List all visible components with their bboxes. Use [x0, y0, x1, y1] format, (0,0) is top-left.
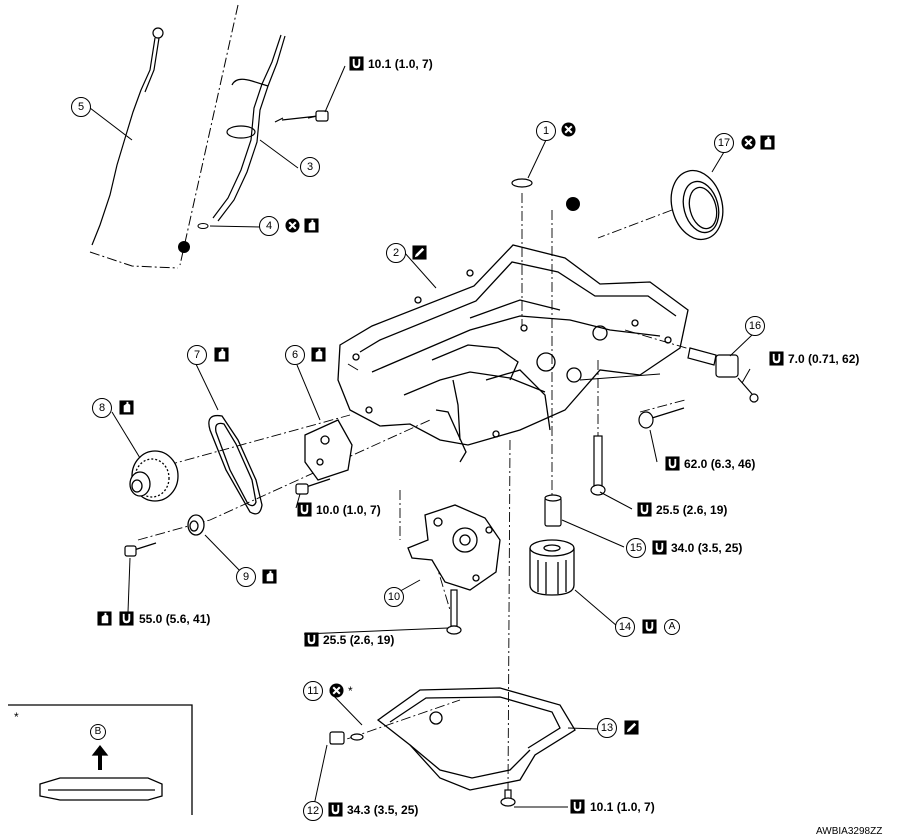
o-ring-4: [197, 223, 209, 229]
drain-plug: [329, 731, 364, 745]
oil-can-icon: [304, 218, 319, 233]
pan-bolt-upper: [590, 435, 606, 496]
callout-14: 14: [615, 617, 635, 637]
chain-tensioner: [304, 419, 353, 481]
torque-icon: [304, 632, 319, 647]
oil-pan-upper: [337, 244, 689, 463]
torque-icon: [328, 802, 343, 817]
oil-pump: [407, 504, 501, 591]
torque-sensor-bolt: 7.0 (0.71, 62): [788, 352, 860, 366]
rear-oil-seal: [670, 169, 724, 241]
oil-filter: [529, 539, 575, 596]
torque-connector: 34.0 (3.5, 25): [671, 541, 743, 555]
sealant-icon: [624, 720, 639, 735]
oil-pan-lower: [376, 687, 576, 791]
oil-can-icon: [760, 135, 775, 150]
callout-11: 11: [303, 681, 323, 701]
torque-sprocket-bolt: 55.0 (5.6, 41): [139, 612, 211, 626]
pump-sprocket: [187, 514, 205, 536]
sprocket-bolt: [124, 542, 157, 557]
torque-icon: [349, 56, 364, 71]
callout-9: 9: [236, 567, 256, 587]
callout-5: 5: [71, 97, 91, 117]
do-not-reuse-icon: [561, 122, 576, 137]
leader-lines: [89, 65, 753, 811]
callout-17: 17: [714, 133, 734, 153]
callout-8: 8: [92, 398, 112, 418]
reference-b: B: [90, 724, 106, 740]
torque-icon: [642, 619, 657, 634]
torque-icon: [769, 351, 784, 366]
callout-6: 6: [285, 345, 305, 365]
crank-sprocket: [129, 450, 179, 502]
connector-bolt: [544, 494, 562, 527]
oil-can-icon: [214, 347, 229, 362]
reference-a: A: [664, 619, 680, 635]
alignment-lines: [137, 193, 711, 791]
do-not-reuse-icon: [741, 135, 756, 150]
callout-16: 16: [745, 316, 765, 336]
callout-1: 1: [536, 121, 556, 141]
callout-12: 12: [303, 801, 323, 821]
torque-icon: [637, 502, 652, 517]
torque-icon: [665, 456, 680, 471]
lower-pan-bolt: [500, 789, 516, 807]
callout-13: 13: [597, 718, 617, 738]
oil-can-icon: [119, 400, 134, 415]
torque-icon: [297, 502, 312, 517]
bracket-bolt: [295, 478, 331, 495]
torque-icon: [570, 799, 585, 814]
torque-icon: [652, 540, 667, 555]
o-ring-1: [511, 178, 533, 188]
tube-bolt: [307, 110, 329, 122]
pan-bolt-long: [638, 407, 685, 429]
do-not-reuse-icon: [329, 683, 344, 698]
pump-bolt: [446, 589, 462, 635]
torque-icon: [119, 611, 134, 626]
torque-pump-bolt: 25.5 (2.6, 19): [323, 633, 395, 647]
oil-can-icon: [262, 569, 277, 584]
callout-3: 3: [300, 157, 320, 177]
callout-4: 4: [259, 216, 279, 236]
torque-bracket-bolt: 10.0 (1.0, 7): [316, 503, 381, 517]
torque-pan-bolt-upper: 25.5 (2.6, 19): [656, 503, 728, 517]
torque-drain-plug: 34.3 (3.5, 25): [347, 803, 419, 817]
figure-code: AWBIA3298ZZ: [816, 826, 883, 837]
asterisk-note: *: [348, 684, 353, 698]
oil-can-icon: [97, 611, 112, 626]
callout-10: 10: [384, 587, 404, 607]
inset-asterisk: *: [14, 710, 19, 724]
inset-view-b: [8, 704, 193, 815]
crankshaft-sensor: [687, 347, 759, 403]
drive-chain: [208, 414, 263, 515]
oil-level-gauge-guide: [212, 34, 319, 222]
blackdot-marker: [178, 241, 190, 253]
blackdot-marker: [566, 197, 580, 211]
assembly-boundary: [89, 4, 239, 269]
callout-2: 2: [386, 243, 406, 263]
sealant-icon: [412, 245, 427, 260]
callout-15: 15: [626, 538, 646, 558]
callout-7: 7: [187, 345, 207, 365]
oil-can-icon: [311, 347, 326, 362]
torque-tube-bolt: 10.1 (1.0, 7): [368, 57, 433, 71]
torque-pan-bolt-long: 62.0 (6.3, 46): [684, 457, 756, 471]
torque-lower-pan-bolt: 10.1 (1.0, 7): [590, 800, 655, 814]
do-not-reuse-icon: [285, 218, 300, 233]
